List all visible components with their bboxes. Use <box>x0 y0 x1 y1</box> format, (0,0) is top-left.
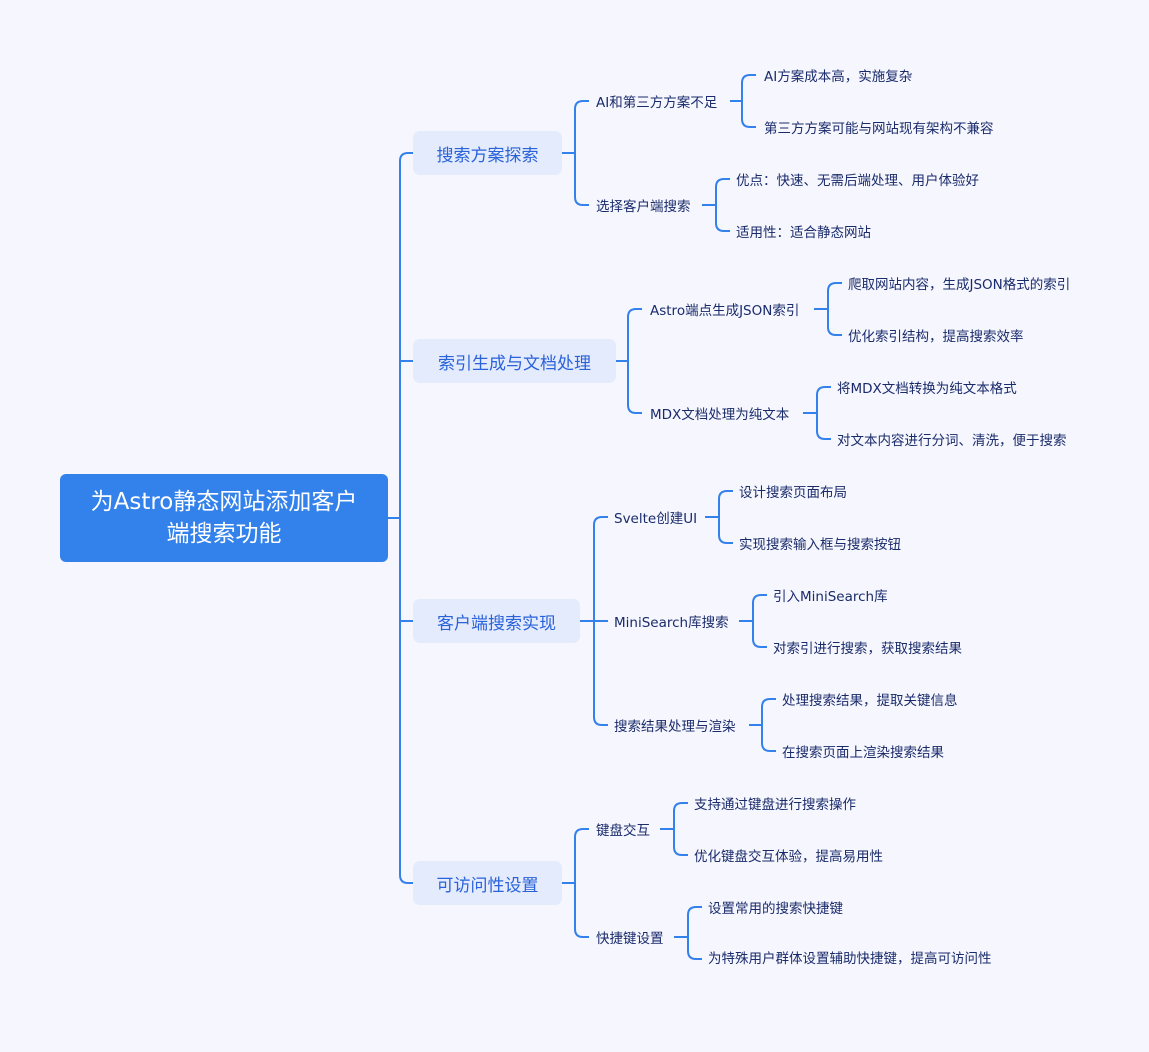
leaf-node[interactable]: 第三方方案可能与网站现有架构不兼容 <box>764 121 994 137</box>
subtopic-node[interactable]: 选择客户端搜索 <box>596 199 691 215</box>
leaf-node[interactable]: 适用性：适合静态网站 <box>736 225 871 241</box>
branch-node[interactable]: 索引生成与文档处理 <box>413 339 616 383</box>
connector-line <box>816 386 831 440</box>
root-node[interactable]: 为Astro静态网站添加客户端搜索功能 <box>60 474 388 562</box>
leaf-node[interactable]: 设置常用的搜索快捷键 <box>708 901 843 917</box>
leaf-node[interactable]: 引入MiniSearch库 <box>773 589 888 605</box>
leaf-node[interactable]: 优点：快速、无需后端处理、用户体验好 <box>736 173 979 189</box>
connector-line <box>827 282 842 336</box>
subtopic-node[interactable]: MDX文档处理为纯文本 <box>650 407 790 423</box>
leaf-node[interactable]: 在搜索页面上渲染搜索结果 <box>782 745 944 761</box>
subtopic-node[interactable]: MiniSearch库搜索 <box>614 615 729 631</box>
branch-node[interactable]: 可访问性设置 <box>413 861 562 905</box>
leaf-node[interactable]: 设计搜索页面布局 <box>739 485 847 501</box>
leaf-node[interactable]: AI方案成本高，实施复杂 <box>764 69 913 85</box>
leaf-node[interactable]: 优化索引结构，提高搜索效率 <box>848 329 1024 345</box>
leaf-node[interactable]: 为特殊用户群体设置辅助快捷键，提高可访问性 <box>708 951 992 967</box>
leaf-node[interactable]: 爬取网站内容，生成JSON格式的索引 <box>848 277 1071 293</box>
connector-line <box>627 308 642 414</box>
subtopic-node[interactable]: 键盘交互 <box>596 823 650 839</box>
leaf-node[interactable]: 对索引进行搜索，获取搜索结果 <box>773 641 962 657</box>
branch-node[interactable]: 客户端搜索实现 <box>413 599 580 643</box>
branch-node[interactable]: 搜索方案探索 <box>413 131 562 175</box>
subtopic-node[interactable]: 搜索结果处理与渲染 <box>614 719 736 735</box>
connector-line <box>399 152 413 884</box>
leaf-node[interactable]: 支持通过键盘进行搜索操作 <box>694 797 856 813</box>
connector-line <box>741 74 756 128</box>
connector-line <box>752 594 767 648</box>
connector-line <box>574 828 589 938</box>
leaf-node[interactable]: 对文本内容进行分词、清洗，便于搜索 <box>837 433 1067 449</box>
connector-line <box>687 906 702 960</box>
subtopic-node[interactable]: Svelte创建UI <box>614 511 698 527</box>
connector-line <box>715 178 730 232</box>
connector-line <box>574 100 589 206</box>
connector-line <box>761 698 776 752</box>
connector-line <box>718 490 733 544</box>
subtopic-node[interactable]: AI和第三方方案不足 <box>596 95 718 111</box>
connector-line <box>673 802 688 856</box>
subtopic-node[interactable]: Astro端点生成JSON索引 <box>650 303 800 319</box>
subtopic-node[interactable]: 快捷键设置 <box>596 931 664 947</box>
leaf-node[interactable]: 将MDX文档转换为纯文本格式 <box>837 381 1017 397</box>
leaf-node[interactable]: 优化键盘交互体验，提高易用性 <box>694 849 883 865</box>
leaf-node[interactable]: 实现搜索输入框与搜索按钮 <box>739 537 901 553</box>
leaf-node[interactable]: 处理搜索结果，提取关键信息 <box>782 693 958 709</box>
